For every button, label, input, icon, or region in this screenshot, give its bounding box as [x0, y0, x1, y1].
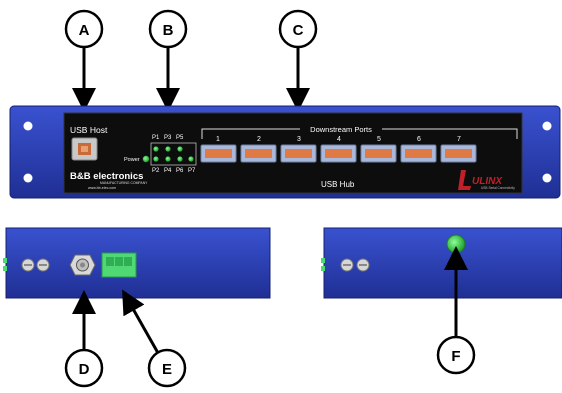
led-label-p2: P2	[152, 168, 160, 174]
callout-b: B	[148, 9, 188, 112]
downstream-port-5[interactable]	[360, 144, 397, 163]
downstream-port-3[interactable]	[280, 144, 317, 163]
ulinx-logo: ULINX USB Serial Connectivity	[458, 170, 515, 190]
mount-hole-icon	[542, 121, 552, 131]
terminal-block-connector[interactable]	[101, 252, 137, 278]
port-numbers: 1 2 3 4 5 6 7	[216, 136, 461, 143]
callout-f: F	[436, 246, 476, 375]
power-led-icon	[142, 155, 150, 163]
port-number-4: 4	[337, 136, 341, 143]
led-p3-icon	[165, 146, 171, 152]
ulinx-logo-text: ULINX	[472, 176, 503, 187]
ulinx-logo-sub: USB Serial Connectivity	[481, 186, 515, 190]
usb-hub-label: USB Hub	[321, 180, 355, 189]
led-p4-icon	[165, 156, 171, 162]
mount-hole-icon	[542, 173, 552, 183]
screw-icon	[36, 258, 50, 272]
brand-logo: B&B electronics	[70, 171, 143, 182]
rear-left-chassis	[5, 227, 271, 299]
brand-sub: MANUFACTURING COMPANY	[100, 181, 148, 185]
downstream-port-1[interactable]	[200, 144, 237, 163]
callout-a-label: A	[79, 22, 90, 39]
port-number-6: 6	[417, 136, 421, 143]
usb-host-port[interactable]	[71, 137, 98, 161]
led-frame	[150, 142, 197, 166]
callout-c: C	[278, 9, 318, 112]
callout-a: A	[64, 9, 104, 112]
led-label-p1: P1	[152, 135, 160, 141]
usb-host-label: USB Host	[70, 125, 108, 135]
brand-url: www.bb-elec.com	[88, 186, 116, 190]
callout-f-label: F	[451, 348, 460, 365]
callout-e-arrow	[122, 289, 160, 354]
ulinx-mark-icon	[458, 170, 471, 190]
screw-icon	[340, 258, 354, 272]
mount-hole-icon	[23, 173, 33, 183]
callout-e: E	[122, 289, 187, 388]
port-number-5: 5	[377, 136, 381, 143]
led-p5-icon	[177, 146, 183, 152]
callout-d: D	[64, 290, 104, 388]
screw-icon	[21, 258, 35, 272]
led-label-p6: P6	[176, 168, 184, 174]
downstream-port-4[interactable]	[320, 144, 357, 163]
port-number-7: 7	[457, 136, 461, 143]
led-p7-icon	[188, 156, 194, 162]
callout-d-label: D	[79, 361, 90, 378]
front-panel: USB Host Power P1 P3 P5 P2 P4 P6 P7 Down…	[9, 105, 561, 199]
screw-icon	[356, 258, 370, 272]
callout-e-label: E	[162, 361, 172, 378]
downstream-ports-label: Downstream Ports	[310, 125, 372, 134]
led-label-p7: P7	[188, 168, 196, 174]
port-number-1: 1	[216, 136, 220, 143]
led-p1-icon	[153, 146, 159, 152]
ground-terminal[interactable]	[446, 234, 466, 254]
led-label-p3: P3	[164, 135, 172, 141]
rear-right-panel	[321, 227, 562, 299]
led-label-p5: P5	[176, 135, 184, 141]
downstream-port-2[interactable]	[240, 144, 277, 163]
downstream-port-7[interactable]	[440, 144, 477, 163]
led-p2-icon	[153, 156, 159, 162]
downstream-port-6[interactable]	[400, 144, 437, 163]
dc-power-jack[interactable]	[69, 254, 96, 276]
power-label: Power	[124, 157, 140, 163]
callout-b-label: B	[163, 22, 174, 39]
port-number-2: 2	[257, 136, 261, 143]
led-label-p4: P4	[164, 168, 172, 174]
rear-left-panel	[3, 227, 271, 299]
mount-hole-icon	[23, 121, 33, 131]
callout-c-label: C	[293, 22, 304, 39]
led-p6-icon	[177, 156, 183, 162]
port-number-3: 3	[297, 136, 301, 143]
